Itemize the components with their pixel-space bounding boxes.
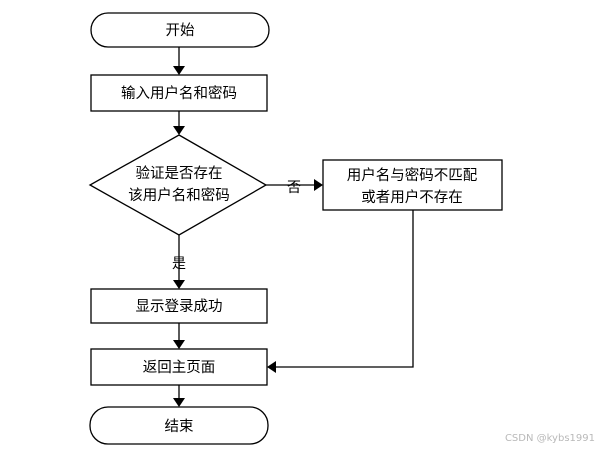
mismatch-line2: 或者用户不存在 [361, 189, 463, 206]
return-home-label: 返回主页面 [143, 359, 216, 376]
arrowhead-end [173, 398, 185, 407]
input-credentials-node [90, 74, 268, 112]
verify-decision-line1: 验证是否存在 [136, 165, 223, 182]
arrowhead-decision [173, 126, 185, 135]
start-label: 开始 [166, 22, 195, 39]
arrowhead-return [173, 340, 185, 349]
yes-branch-label: 是 [172, 256, 186, 272]
no-branch-label: 否 [287, 180, 301, 196]
connector-mismatch-return [276, 210, 414, 368]
return-home-node [90, 348, 268, 386]
end-label: 结束 [165, 418, 194, 435]
arrowhead-success [173, 280, 185, 289]
arrowhead-input [173, 66, 185, 75]
mismatch-line1: 用户名与密码不匹配 [347, 167, 478, 184]
arrowhead-mismatch [314, 179, 323, 191]
login-success-node [90, 288, 268, 324]
watermark: CSDN @kybs1991 [505, 433, 595, 444]
verify-decision-node [88, 134, 268, 236]
input-credentials-label: 输入用户名和密码 [121, 85, 237, 102]
start-node [90, 12, 270, 48]
arrowhead-return-side [267, 361, 276, 373]
login-success-label: 显示登录成功 [136, 298, 223, 315]
end-node [89, 406, 269, 445]
verify-decision-line2: 该用户名和密码 [128, 187, 230, 204]
mismatch-node [322, 159, 503, 211]
